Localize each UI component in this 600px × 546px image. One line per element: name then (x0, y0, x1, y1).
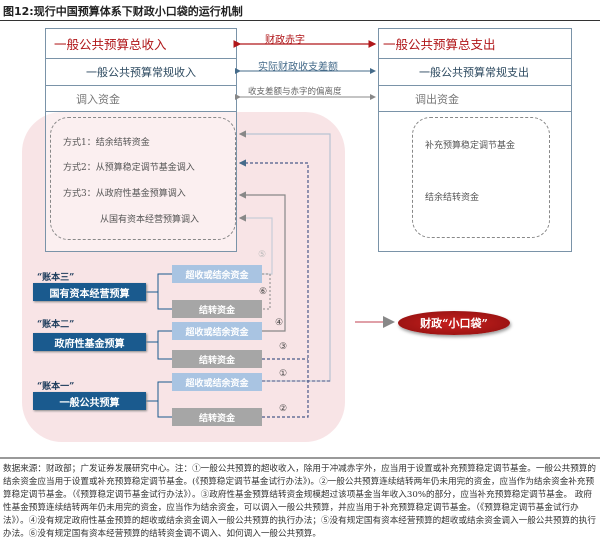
marker-6: ⑥ (259, 287, 268, 297)
account-2-carryover: 结转资金 (172, 350, 262, 368)
transfer-out-funds: 调出资金 (379, 86, 571, 112)
mode-1: 方式1：结余结转资金 (63, 138, 150, 148)
revenue-box: 一般公共预算总收入 一般公共预算常规收入 调入资金 (45, 28, 237, 252)
mode-2: 方式2：从预算稳定调节基金调入 (63, 163, 195, 173)
account-1-tag: “账本一” (37, 382, 75, 392)
state-capital-budget: 国有资本经营预算 (33, 283, 146, 301)
gap-label: 实际财政收支差额 (258, 62, 338, 73)
government-fund-budget: 政府性基金预算 (33, 333, 146, 351)
marker-5: ⑤ (258, 250, 267, 260)
account-2-tag: “账本二” (37, 320, 75, 330)
account-1-carryover: 结转资金 (172, 408, 262, 426)
transfer-in-funds: 调入资金 (46, 86, 236, 112)
general-public-budget: 一般公共预算 (33, 392, 146, 410)
account-3-tag: “账本三” (37, 273, 75, 283)
expenditure-items-box (412, 117, 550, 238)
marker-2: ② (279, 404, 288, 414)
mode-4: 从国有资本经营预算调入 (100, 215, 200, 225)
stabilization-fund-item: 补充预算稳定调节基金 (425, 141, 516, 151)
account-3-surplus: 超收或结余资金 (172, 265, 262, 283)
expenditure-box: 一般公共预算总支出 一般公共预算常规支出 调出资金 (378, 28, 572, 252)
carryover-item: 结余结转资金 (425, 193, 480, 203)
regular-expenditure: 一般公共预算常规支出 (379, 59, 571, 86)
figure-title: 图12:现行中国预算体系下财政小口袋的运行机制 (3, 5, 243, 18)
fiscal-small-pocket: 财政“小口袋” (398, 311, 510, 335)
total-revenue: 一般公共预算总收入 (46, 29, 236, 59)
transfer-modes-box (50, 117, 236, 240)
account-2-surplus: 超收或结余资金 (172, 322, 262, 340)
mode-3: 方式3：从政府性基金预算调入 (63, 189, 186, 199)
regular-revenue: 一般公共预算常规收入 (46, 59, 236, 86)
marker-1: ① (279, 369, 288, 379)
account-3-carryover: 结转资金 (172, 300, 262, 318)
marker-3: ③ (279, 342, 288, 352)
footnote: 数据来源：财政部；广发证券发展研究中心。注：①一般公共预算的超收收入，除用于冲减… (3, 464, 596, 539)
title-rule (0, 20, 600, 21)
marker-4: ④ (275, 318, 284, 328)
deviation-label: 收支差额与赤字的偏离度 (248, 87, 342, 97)
total-expenditure: 一般公共预算总支出 (379, 29, 571, 59)
account-1-surplus: 超收或结余资金 (172, 373, 262, 391)
deficit-label: 财政赤字 (265, 35, 305, 46)
